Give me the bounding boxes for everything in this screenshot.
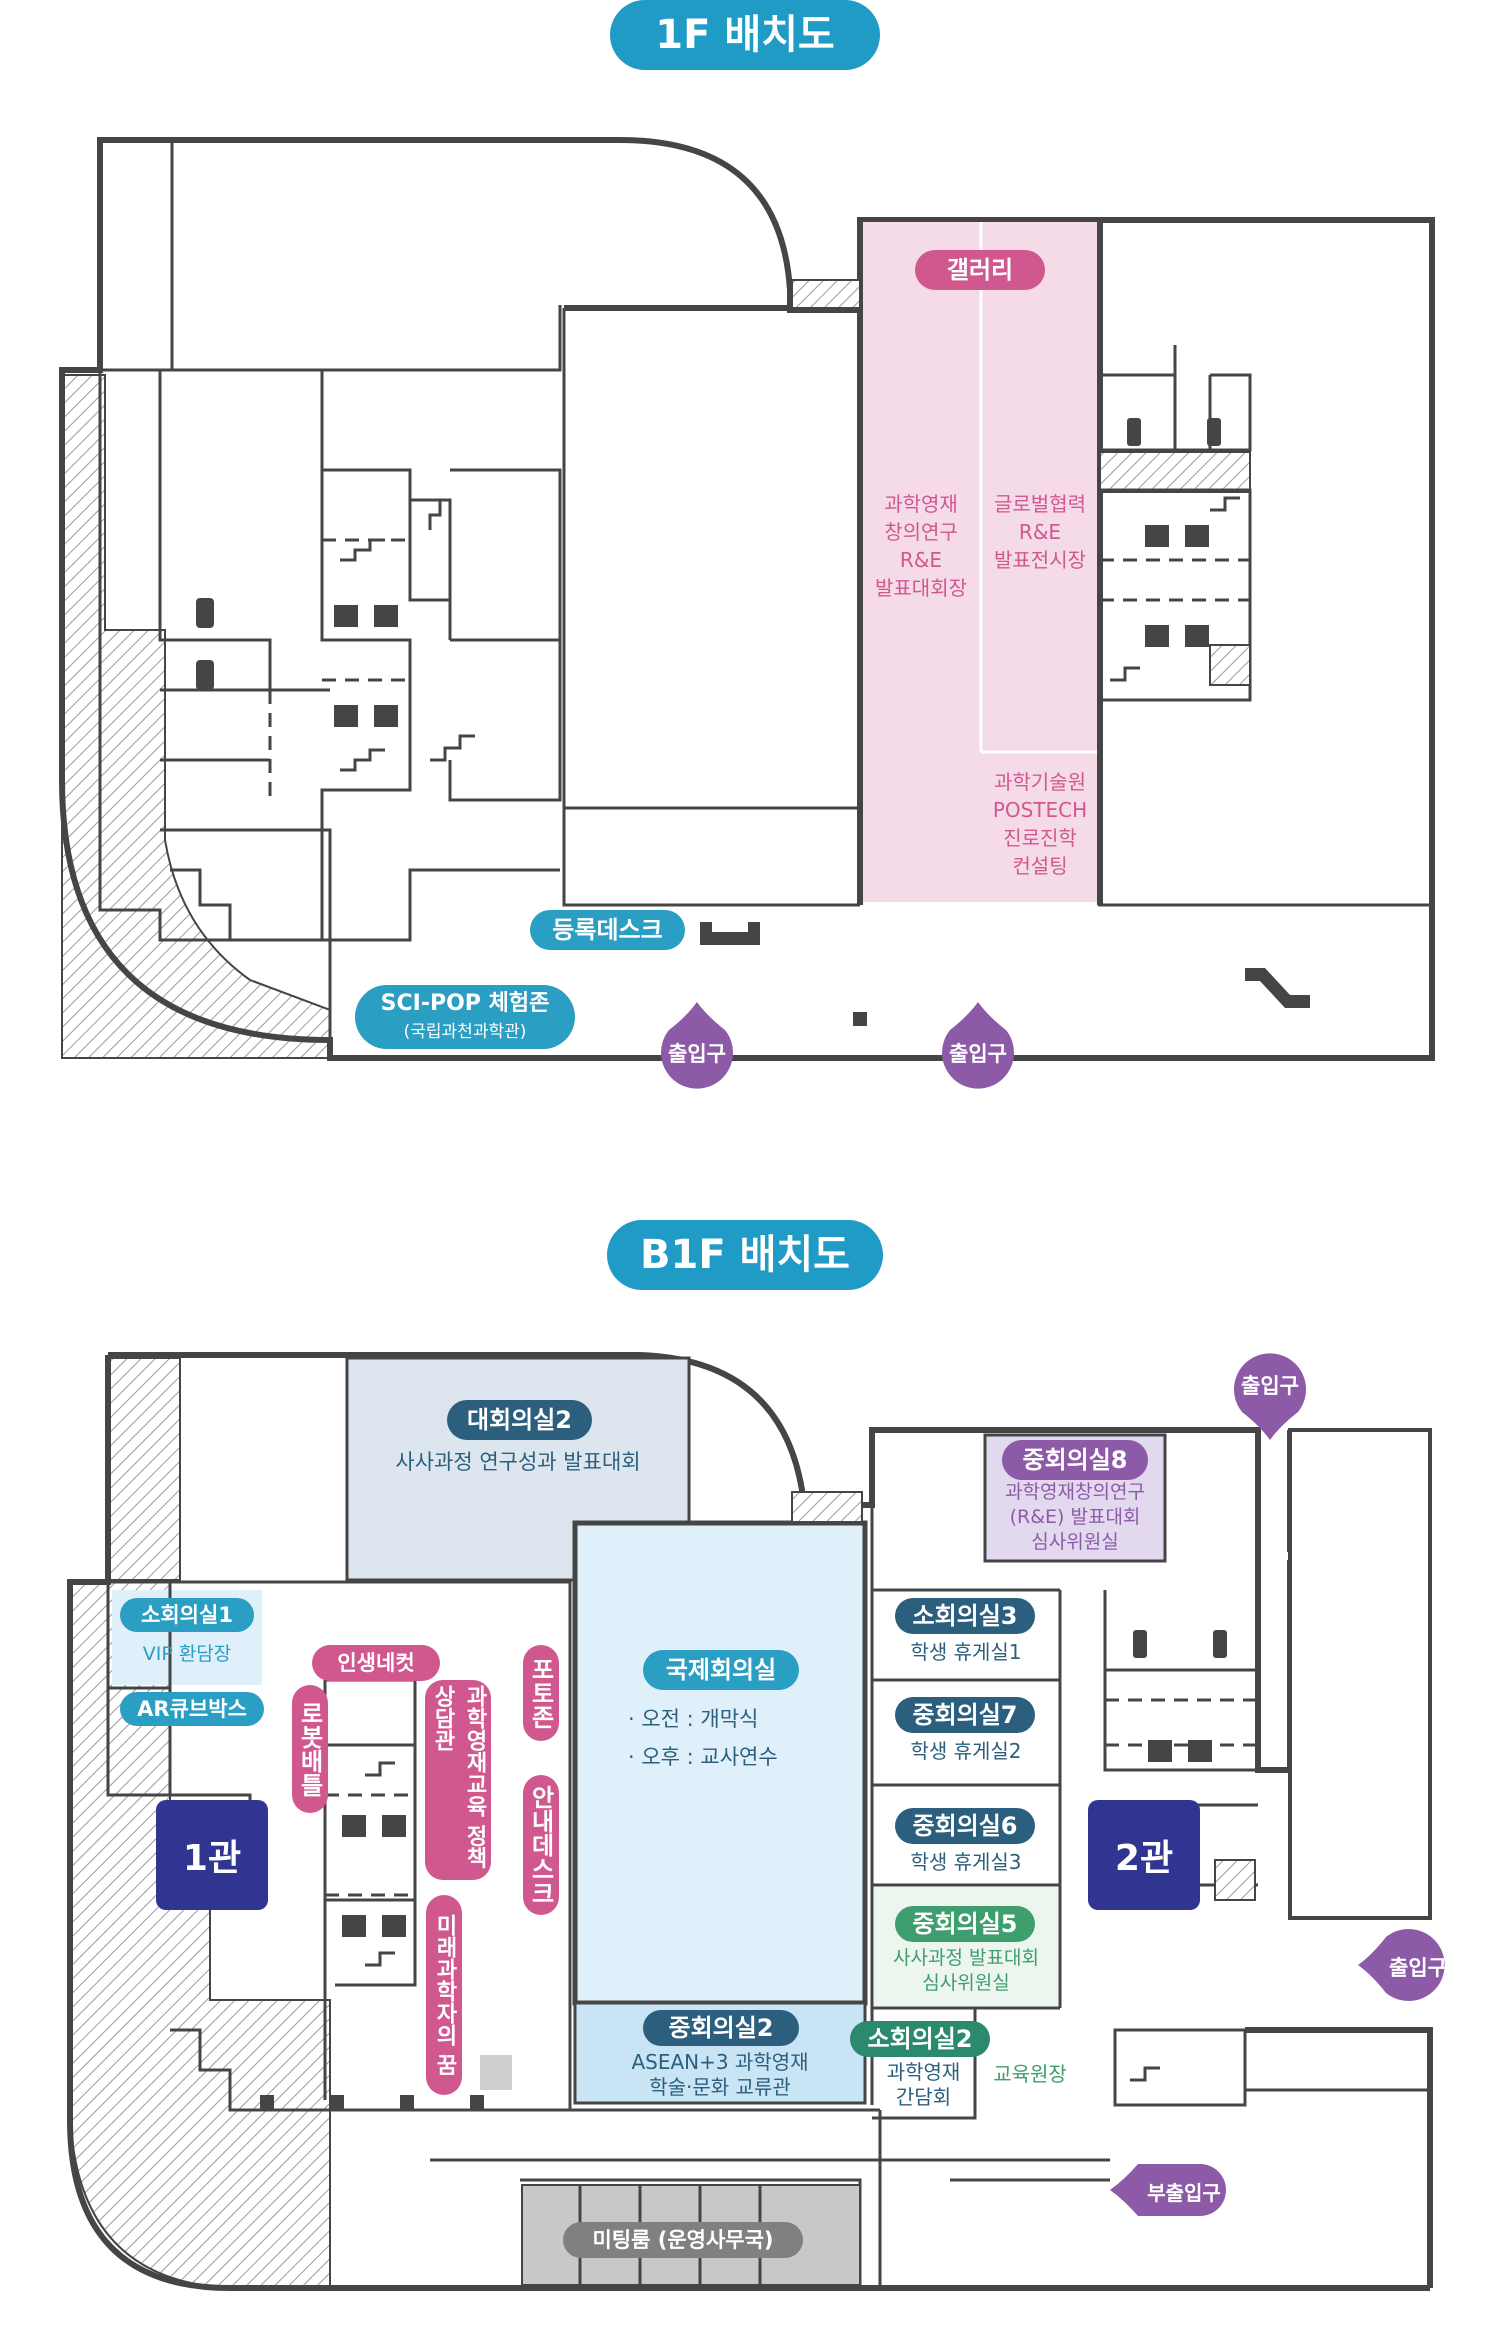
gallery-label: 갤러리: [915, 250, 1045, 290]
small-room-2-label: 소회의실2: [850, 2021, 990, 2057]
mid-room-7-label: 중회의실7: [895, 1697, 1035, 1733]
exit-label: 출입구: [668, 1042, 726, 1066]
mid-room-8-label: 중회의실8: [1002, 1440, 1148, 1480]
floor1-title: 1F 배치도: [610, 0, 880, 70]
scipop-zone-label: SCI-POP 체험존 (국립과천과학관): [355, 985, 575, 1049]
policy-consult-label: 과학영재교육 정책상담관: [425, 1680, 491, 1880]
photo-zone-label: 포토존: [523, 1645, 559, 1741]
exit-label: 출입구: [949, 1042, 1007, 1066]
conf-room-2-sub: 사사과정 연구성과 발표대회: [395, 1450, 641, 1474]
floorB1-exit-right[interactable]: 출입구: [1358, 1925, 1458, 2005]
ar-cube-box-label: AR큐브박스: [120, 1692, 264, 1726]
exit-marker-icon: [1358, 1929, 1445, 2001]
floorB1-title: B1F 배치도: [607, 1220, 883, 1290]
exit-label: 출입구: [1241, 1374, 1299, 1398]
small-room-1-sub: VIP 환담장: [142, 1643, 232, 1665]
floorB1-exit-top[interactable]: 출입구: [1230, 1340, 1310, 1440]
exit-label: 출입구: [1389, 1956, 1447, 1980]
registration-desk-label: 등록데스크: [530, 910, 685, 950]
floorB1-plan: [67, 1352, 1433, 2291]
mid-room-7-sub: 학생 휴게실2: [910, 1739, 1022, 1763]
exit-marker-icon: [1234, 1353, 1306, 1440]
small-room-3-label: 소회의실3: [895, 1598, 1035, 1634]
intl-conf-room-label: 국제회의실: [643, 1650, 799, 1690]
intl-conf-room-sub: · 오전 : 개막식· 오후 : 교사연수: [628, 1707, 778, 1769]
hall-2-marker: 2관: [1088, 1800, 1200, 1910]
floor1-exit-left[interactable]: 출입구: [657, 1002, 737, 1089]
meeting-room-label: 미팅룸 (운영사무국): [563, 2222, 803, 2258]
floor1-exit-right[interactable]: 출입구: [938, 1002, 1018, 1089]
sub-exit-label: 부출입구: [1147, 2181, 1221, 2205]
future-scientist-label: 미래과학자의 꿈: [426, 1895, 462, 2095]
small-room-1-label: 소회의실1: [120, 1598, 254, 1632]
life-four-cuts-label: 인생네컷: [312, 1645, 440, 1681]
exit-marker-icon: [661, 1002, 733, 1089]
floor1-plan: [59, 137, 1435, 1061]
exit-marker-icon: [1110, 2164, 1226, 2216]
exit-marker-icon: [942, 1002, 1014, 1089]
info-desk-label: 안내데스크: [523, 1775, 559, 1915]
mid-room-6-sub: 학생 휴게실3: [910, 1850, 1022, 1874]
floor1-hatched-area: [61, 374, 331, 1059]
hall-1-marker: 1관: [156, 1800, 268, 1910]
mid-room-6-label: 중회의실6: [895, 1808, 1035, 1844]
small-room-3-sub: 학생 휴게실1: [910, 1640, 1022, 1664]
conf-room-2-label: 대회의실2: [447, 1400, 592, 1440]
robot-battle-label: 로봇배틀: [292, 1685, 328, 1813]
mid-room-2-label: 중회의실2: [643, 2010, 799, 2046]
mid-room-5-label: 중회의실5: [895, 1906, 1035, 1942]
floorB1-sub-exit[interactable]: 부출입구: [1110, 2150, 1240, 2230]
edu-director-room-label: 교육원장: [993, 2062, 1067, 2086]
